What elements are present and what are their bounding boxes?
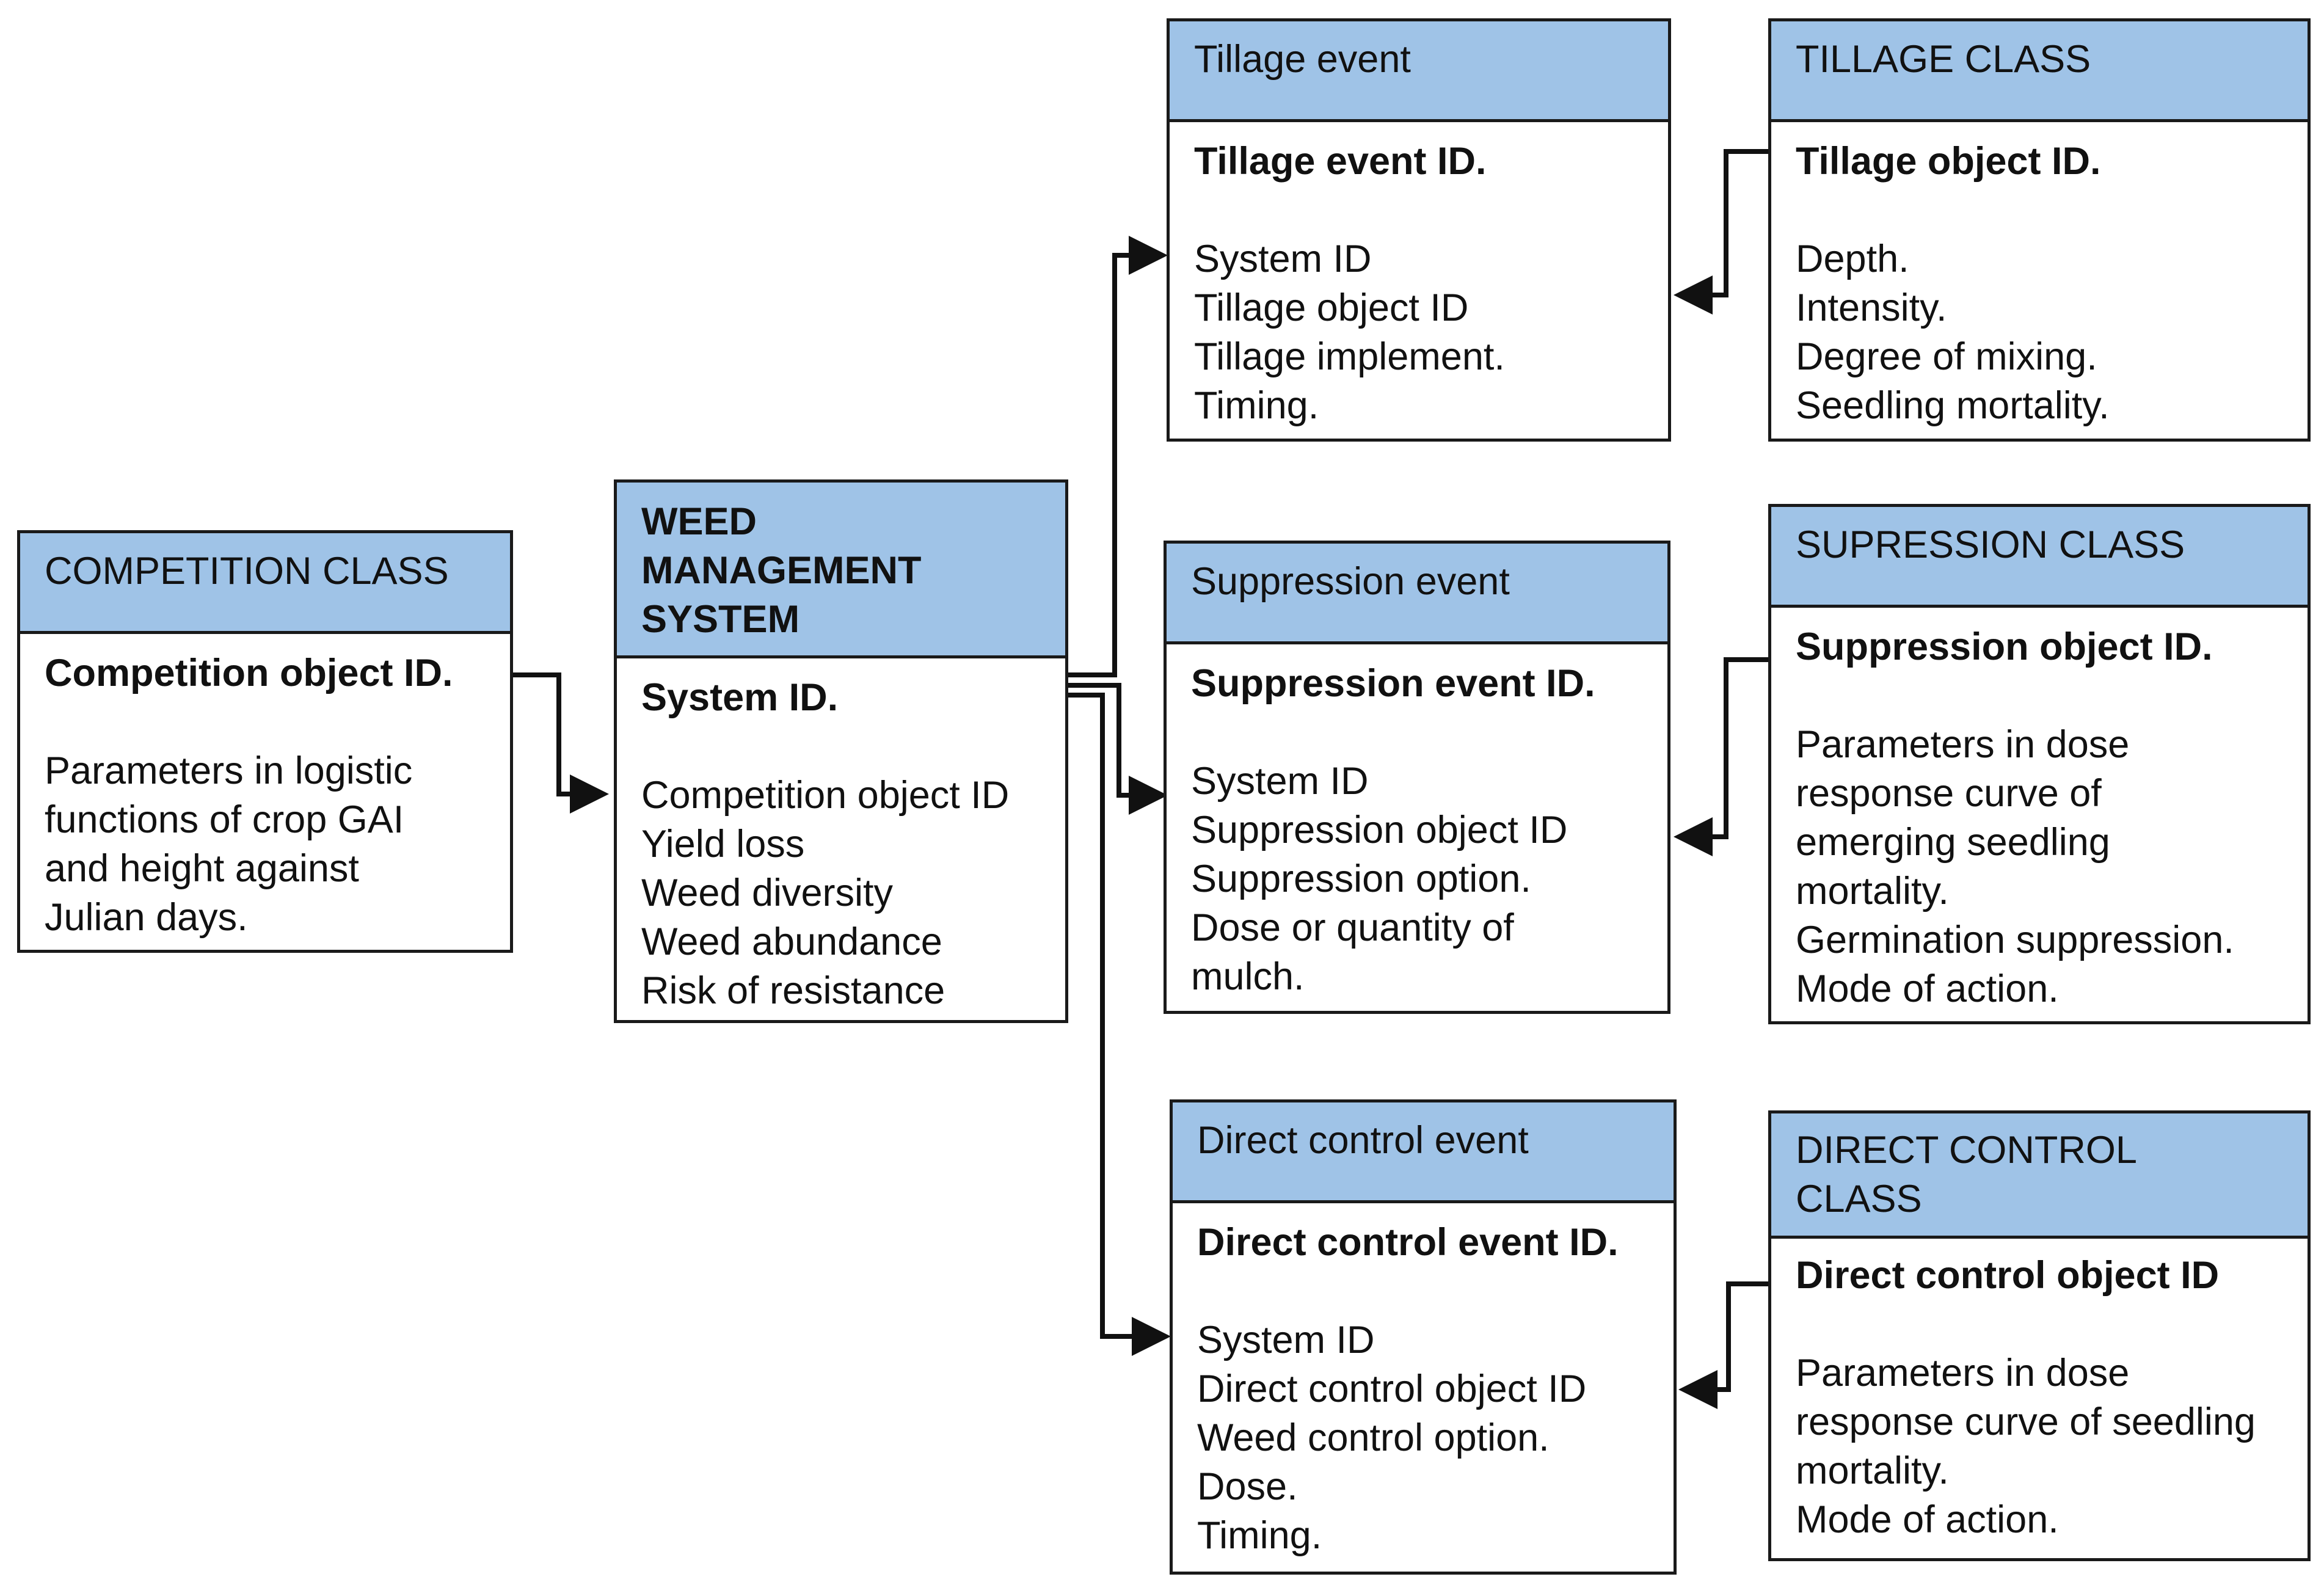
direct-control-event-field: Dose. xyxy=(1197,1465,1298,1508)
direct-control-event-id-key: Direct control event ID. xyxy=(1197,1221,1619,1264)
suppression-event-field: Suppression option. xyxy=(1191,858,1531,900)
tillage-class-field: Depth. xyxy=(1796,238,1909,280)
tillage-event-field: Tillage implement. xyxy=(1194,335,1505,378)
suppression-event-field: Suppression object ID xyxy=(1191,809,1568,851)
suppression-class-field: Mode of action. xyxy=(1796,967,2059,1010)
suppression-event-box: Suppression event Suppression event ID. … xyxy=(1164,541,1670,1014)
direct-control-event-field: Direct control object ID xyxy=(1197,1368,1587,1410)
tillage-event-field: Timing. xyxy=(1194,384,1319,427)
suppression-class-box: SUPRESSION CLASS Suppression object ID. … xyxy=(1768,504,2311,1024)
competition-field: Parameters in logistic functions of crop… xyxy=(45,749,413,939)
tillage-class-header: TILLAGE CLASS xyxy=(1771,21,2308,122)
tillage-class-field: Degree of mixing. xyxy=(1796,335,2097,378)
arrow-direct-control-class-to-event xyxy=(1678,1281,1770,1409)
direct-control-event-box: Direct control event Direct control even… xyxy=(1170,1099,1677,1575)
system-field: Weed abundance xyxy=(641,920,942,963)
system-field: Weed diversity xyxy=(641,872,893,914)
system-id-key: System ID. xyxy=(641,676,839,719)
system-field: Yield loss xyxy=(641,823,805,865)
tillage-event-field: Tillage object ID xyxy=(1194,286,1469,329)
suppression-class-header: SUPRESSION CLASS xyxy=(1771,507,2308,608)
weed-management-system-box: WEED MANAGEMENT SYSTEM System ID. Compet… xyxy=(614,479,1068,1023)
direct-control-class-box: DIRECT CONTROL CLASS Direct control obje… xyxy=(1768,1110,2311,1561)
suppression-class-field: Germination suppression. xyxy=(1796,919,2234,961)
system-field: Risk of resistance xyxy=(641,969,945,1012)
suppression-event-header: Suppression event xyxy=(1167,544,1667,644)
weed-management-system-header: WEED MANAGEMENT SYSTEM xyxy=(617,483,1065,658)
competition-class-box: COMPETITION CLASS Competition object ID.… xyxy=(17,530,513,953)
tillage-event-header: Tillage event xyxy=(1170,21,1668,122)
tillage-object-id-key: Tillage object ID. xyxy=(1796,140,2101,183)
direct-control-event-field: Timing. xyxy=(1197,1514,1322,1557)
direct-control-class-field: Parameters in dose response curve of see… xyxy=(1796,1352,2256,1492)
system-field: Competition object ID xyxy=(641,774,1010,817)
direct-control-class-header: DIRECT CONTROL CLASS xyxy=(1771,1113,2308,1239)
tillage-class-field: Seedling mortality. xyxy=(1796,384,2110,427)
direct-control-event-field: System ID xyxy=(1197,1319,1375,1361)
suppression-object-id-key: Suppression object ID. xyxy=(1796,625,2213,668)
tillage-event-box: Tillage event Tillage event ID. System I… xyxy=(1167,18,1671,442)
direct-control-object-id-key: Direct control object ID xyxy=(1796,1254,2220,1297)
direct-control-event-field: Weed control option. xyxy=(1197,1416,1550,1459)
direct-control-class-field: Mode of action. xyxy=(1796,1498,2059,1541)
arrow-system-to-direct-control-event xyxy=(1066,693,1171,1356)
arrow-tillage-class-to-event xyxy=(1674,149,1770,315)
suppression-event-field: Dose or quantity of mulch. xyxy=(1191,906,1514,998)
tillage-class-field: Intensity. xyxy=(1796,286,1947,329)
arrow-suppression-class-to-event xyxy=(1674,657,1770,856)
direct-control-event-header: Direct control event xyxy=(1173,1102,1674,1203)
suppression-event-id-key: Suppression event ID. xyxy=(1191,662,1595,705)
tillage-event-field: System ID xyxy=(1194,238,1372,280)
tillage-event-id-key: Tillage event ID. xyxy=(1194,140,1487,183)
suppression-event-field: System ID xyxy=(1191,760,1369,803)
arrow-system-to-tillage-event xyxy=(1066,236,1168,677)
suppression-class-field: Parameters in dose response curve of eme… xyxy=(1796,723,2130,913)
tillage-class-box: TILLAGE CLASS Tillage object ID. Depth. … xyxy=(1768,18,2311,442)
competition-object-id-key: Competition object ID. xyxy=(45,652,453,694)
competition-class-header: COMPETITION CLASS xyxy=(20,533,510,634)
arrow-competition-to-system xyxy=(512,672,609,814)
arrow-system-to-suppression-event xyxy=(1066,683,1168,815)
